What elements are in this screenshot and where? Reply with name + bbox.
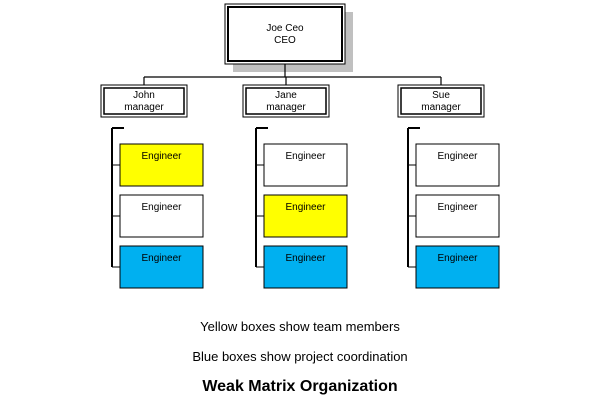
ceo-title: CEO	[274, 35, 296, 46]
engineer-box-default	[119, 194, 204, 238]
engineer-box-default	[415, 194, 500, 238]
manager-box-inner-border	[103, 87, 185, 115]
manager-box-sue	[397, 84, 485, 118]
ceo-box	[224, 3, 346, 65]
engineer-label: Engineer	[285, 151, 326, 162]
diagram-title: Weak Matrix Organization	[202, 378, 398, 395]
engineer-label: Engineer	[285, 253, 326, 264]
ceo-box-inner-border	[227, 6, 343, 62]
manager-name-sue: Sue	[432, 90, 450, 101]
manager-title: manager	[124, 102, 164, 113]
engineer-box-team-member	[263, 194, 348, 238]
manager-name-jane: Jane	[275, 90, 297, 101]
engineer-label: Engineer	[141, 151, 182, 162]
engineer-label: Engineer	[285, 202, 326, 213]
engineer-label: Engineer	[141, 202, 182, 213]
org-chart: Joe CeoCEOJohnmanagerEngineerEngineerEng…	[100, 3, 500, 289]
manager-box-inner-border	[400, 87, 482, 115]
manager-box-jane	[242, 84, 330, 118]
manager-box-inner-border	[245, 87, 327, 115]
engineer-label: Engineer	[437, 253, 478, 264]
engineer-box-project-coordination	[263, 245, 348, 289]
legend-blue-note: Blue boxes show project coordination	[192, 349, 408, 364]
engineer-box-default	[415, 143, 500, 187]
manager-name-john: John	[133, 90, 155, 101]
engineer-label: Engineer	[437, 151, 478, 162]
engineer-box-project-coordination	[119, 245, 204, 289]
ceo-name: Joe Ceo	[266, 23, 304, 34]
engineer-box-team-member	[119, 143, 204, 187]
manager-title: manager	[266, 102, 306, 113]
engineer-box-project-coordination	[415, 245, 500, 289]
manager-box-john	[100, 84, 188, 118]
engineer-label: Engineer	[141, 253, 182, 264]
engineer-label: Engineer	[437, 202, 478, 213]
manager-title: manager	[421, 102, 461, 113]
engineer-box-default	[263, 143, 348, 187]
legend-yellow-note: Yellow boxes show team members	[200, 319, 400, 334]
